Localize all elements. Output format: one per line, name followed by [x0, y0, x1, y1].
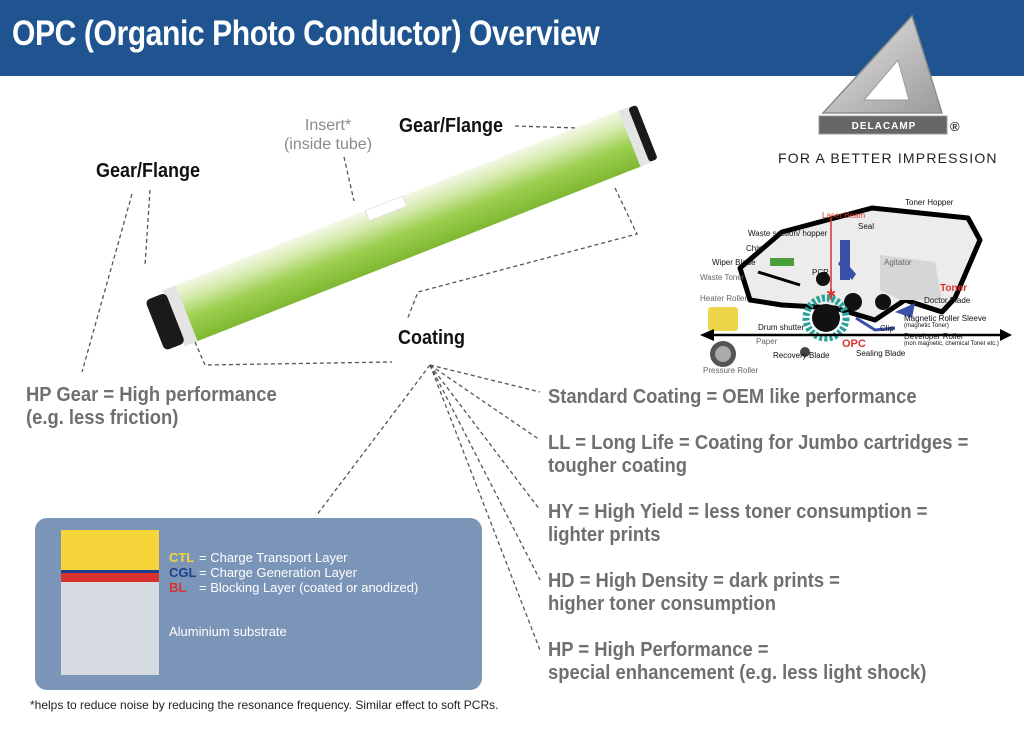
- svg-text:✱: ✱: [826, 287, 836, 301]
- label-developer-roller: Developer Roller: [904, 332, 964, 341]
- brand-tagline: FOR A BETTER IMPRESSION: [778, 150, 998, 166]
- bl-layer: [61, 573, 159, 582]
- label-magnetic-roller-sleeve: Magnetic Roller Sleeve: [904, 314, 987, 323]
- label-pressure-roller: Pressure Roller: [703, 366, 759, 375]
- label-heater-roller: Heater Roller: [700, 294, 748, 303]
- layer-label-ctl: CTL = Charge Transport Layer: [169, 550, 348, 565]
- substrate-label: Aluminium substrate: [169, 624, 287, 639]
- drum-tube: [173, 110, 643, 342]
- label-doctor-blade: Doctor Blade: [924, 296, 971, 305]
- hp-gear-line1: HP Gear = High performance: [26, 384, 277, 406]
- coating-item-line1: LL = Long Life = Coating for Jumbo cartr…: [548, 432, 969, 454]
- label-toner: Toner: [940, 283, 968, 294]
- label-chip: Chip: [746, 244, 763, 253]
- insert-label: Insert* (inside tube): [280, 116, 376, 154]
- label-developer-sub: (non magnetic, chemical Toner etc.): [904, 341, 999, 347]
- flange-left-ring: [162, 285, 198, 347]
- layer-desc-cgl: = Charge Generation Layer: [199, 565, 357, 580]
- layer-abbr-cgl: CGL: [169, 565, 197, 580]
- ctl-layer: [61, 530, 159, 570]
- insert-label-line2: (inside tube): [283, 136, 373, 153]
- coating-item-ll: LL = Long Life = Coating for Jumbo cartr…: [548, 432, 968, 478]
- coating-item-hd: HD = High Density = dark prints = higher…: [548, 570, 840, 616]
- label-paper: Paper: [756, 337, 778, 346]
- label-seal: Seal: [858, 222, 875, 231]
- coating-item-line2: higher toner consumption: [548, 593, 776, 615]
- delacamp-logo: [818, 14, 948, 135]
- footnote: *helps to reduce noise by reducing the r…: [30, 698, 499, 712]
- label-wiper-blade: Wiper Blade: [712, 258, 756, 267]
- label-drum-shutter: Drum shutter: [758, 323, 805, 332]
- label-opc: OPC: [842, 338, 866, 350]
- insert-label-line1: Insert*: [304, 117, 352, 134]
- logo-wordmark: DELACAMP: [851, 121, 917, 132]
- label-recovery-blade: Recovery Blade: [773, 351, 830, 360]
- layer-abbr-ctl: CTL: [169, 550, 195, 565]
- label-waste-toner: Waste Toner: [700, 273, 745, 282]
- insert-marker: [364, 195, 408, 222]
- layer-abbr-bl: BL: [169, 580, 187, 595]
- coating-item-line2: tougher coating: [548, 455, 688, 477]
- gear-flange-left-label: Gear/Flange: [96, 160, 201, 182]
- coating-item-line1: HD = High Density = dark prints =: [548, 570, 840, 592]
- layer-label-bl: BL = Blocking Layer (coated or anodized): [169, 580, 418, 595]
- label-toner-hopper: Toner Hopper: [905, 198, 954, 207]
- layer-desc-bl: = Blocking Layer (coated or anodized): [199, 580, 419, 595]
- gear-flange-right-label: Gear/Flange: [399, 115, 504, 137]
- page-title: OPC (Organic Photo Conductor) Overview: [12, 14, 600, 53]
- coating-item-line2: lighter prints: [548, 524, 661, 546]
- coating-item-line1: HY = High Yield = less toner consumption…: [548, 501, 928, 523]
- hp-gear-line2: (e.g. less friction): [26, 407, 179, 429]
- cgl-layer: [61, 570, 159, 573]
- label-magnetic-toner: (magnetic Toner): [904, 323, 949, 329]
- layer-label-cgl: CGL= Charge Generation Layer: [169, 565, 357, 580]
- flange-right-ring: [618, 106, 652, 167]
- coating-label: Coating: [398, 327, 465, 349]
- label-clip: Clip: [880, 324, 894, 333]
- flange-right-cap: [629, 105, 657, 162]
- coating-item-line1: HP = High Performance =: [548, 639, 769, 661]
- coating-item-hp: HP = High Performance = special enhancem…: [548, 639, 926, 685]
- coating-item-hy: HY = High Yield = less toner consumption…: [548, 501, 928, 547]
- hp-gear-text: HP Gear = High performance (e.g. less fr…: [26, 384, 277, 430]
- label-waste-section: Waste section/ hopper: [748, 229, 828, 238]
- registered-mark: ®: [950, 119, 960, 134]
- label-sealing-blade: Sealing Blade: [856, 349, 906, 358]
- label-agitator: Agitator: [884, 258, 912, 267]
- coating-item-standard: Standard Coating = OEM like performance: [548, 386, 917, 409]
- layer-desc-ctl: = Charge Transport Layer: [199, 550, 348, 565]
- leader-lines: [81, 125, 638, 651]
- coating-item-line2: special enhancement (e.g. less light sho…: [548, 662, 927, 684]
- layer-structure-panel: CTL = Charge Transport Layer CGL= Charge …: [35, 518, 482, 690]
- substrate-layer: [61, 582, 159, 675]
- cartridge-diagram: ✱: [700, 205, 1012, 367]
- label-laser-beam: Laser Beam: [822, 211, 866, 220]
- label-pcr: PCR: [812, 268, 829, 277]
- header-bar: OPC (Organic Photo Conductor) Overview: [0, 0, 1024, 76]
- coating-item-line1: Standard Coating = OEM like performance: [548, 386, 917, 408]
- opc-drum: [146, 105, 657, 350]
- flange-left-gear: [146, 293, 184, 350]
